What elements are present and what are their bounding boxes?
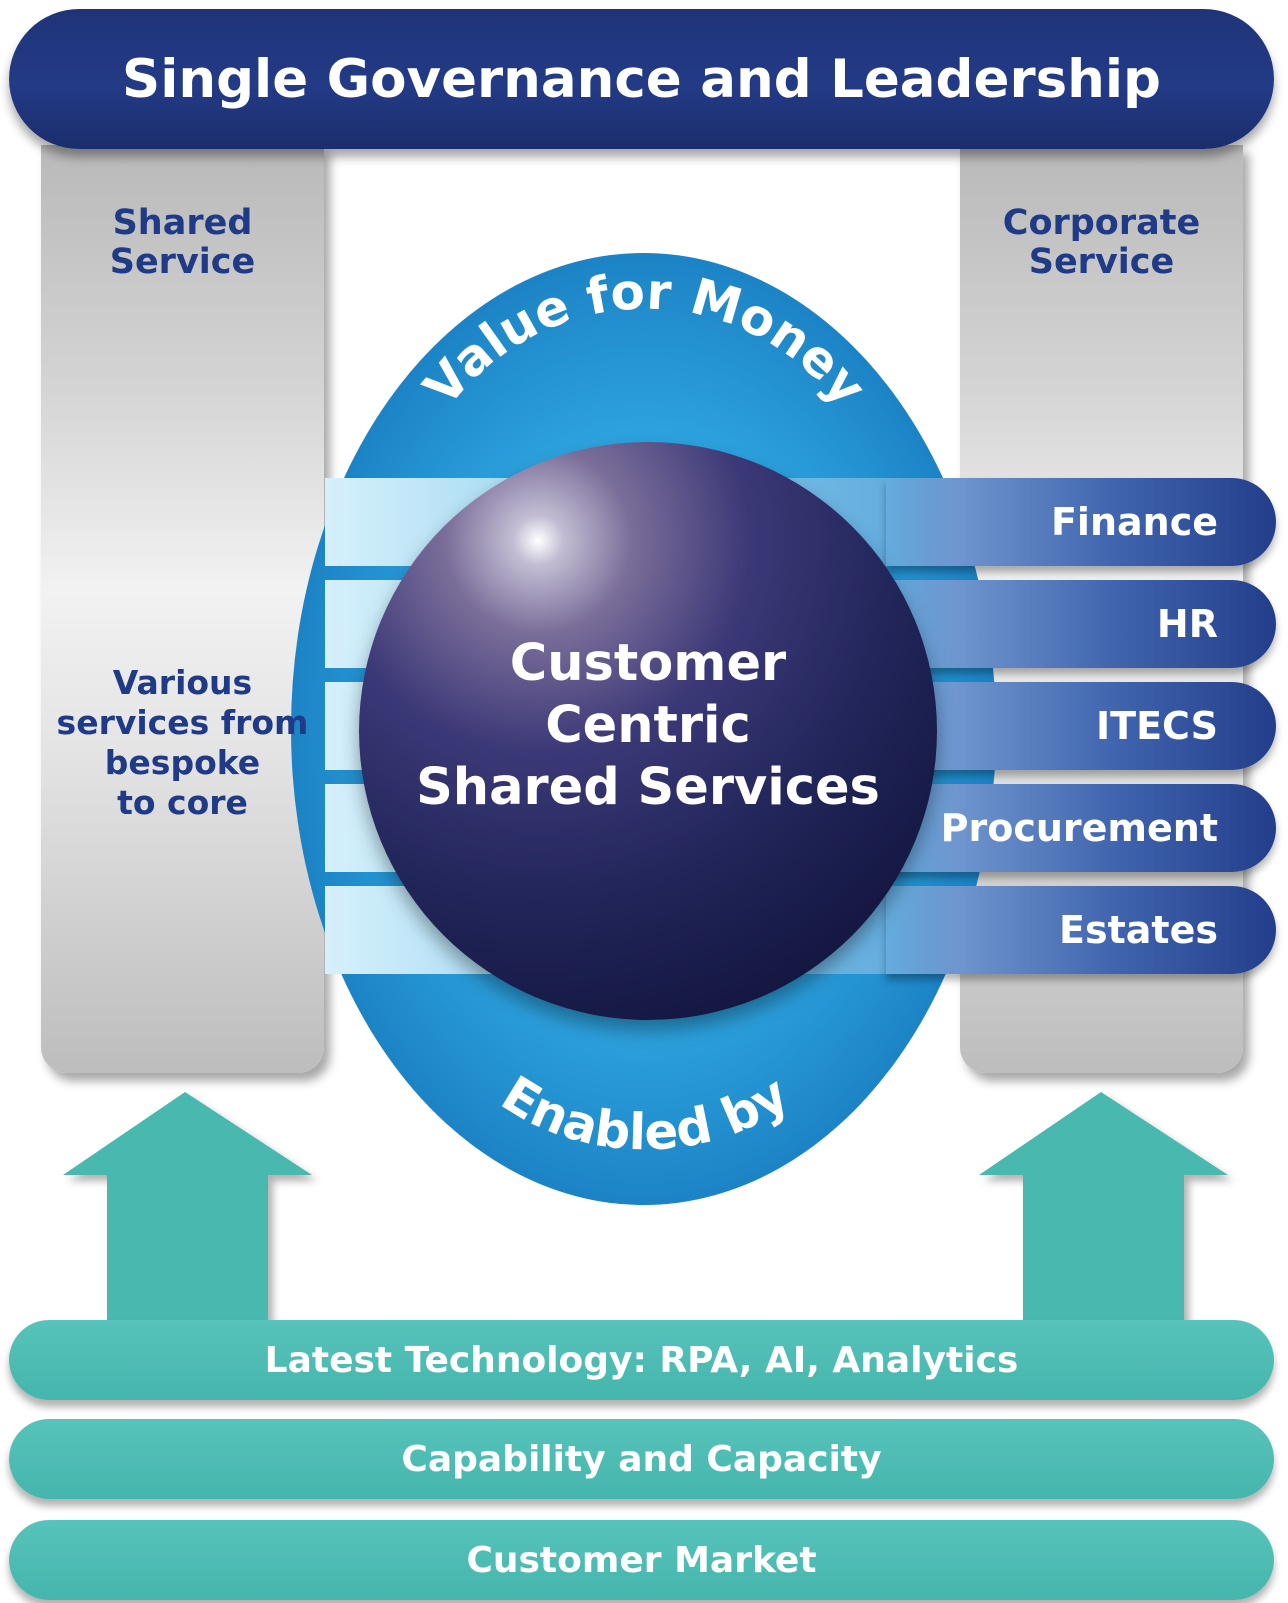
dept-label: HR — [1156, 602, 1218, 646]
foundation-market-bar: Customer Market — [9, 1520, 1274, 1600]
shared-service-title-line1: Shared — [112, 203, 253, 243]
various-services-line: Various — [112, 663, 253, 702]
left-up-arrow — [63, 1092, 312, 1330]
sphere-text: Customer Centric Shared Services — [359, 633, 937, 819]
various-services-line: services from — [56, 703, 309, 742]
sphere-line: Shared Services — [416, 758, 880, 817]
corporate-service-title-line1: Corporate — [1002, 203, 1201, 243]
dept-tab-finance: Finance — [886, 478, 1276, 566]
sphere-line: Centric — [545, 696, 751, 755]
sphere-line: Customer — [509, 634, 787, 693]
shared-service-title-line2: Service — [109, 242, 256, 282]
shared-service-pillar — [41, 145, 324, 1073]
various-services-line: bespoke — [104, 743, 261, 782]
various-services-text: Various services from bespoke to core — [41, 663, 324, 823]
foundation-technology-bar: Latest Technology: RPA, AI, Analytics — [9, 1320, 1274, 1400]
dept-label: Finance — [1050, 500, 1218, 544]
customer-sphere — [359, 442, 937, 1020]
dept-tab-estates: Estates — [886, 886, 1276, 974]
governance-title: Single Governance and Leadership — [122, 48, 1161, 110]
dept-tab-procurement: Procurement — [886, 784, 1276, 872]
dept-tab-itecs: ITECS — [886, 682, 1276, 770]
governance-bar: Single Governance and Leadership — [9, 9, 1274, 149]
dept-tab-hr: HR — [886, 580, 1276, 668]
foundation-label: Capability and Capacity — [401, 1438, 882, 1480]
foundation-capability-bar: Capability and Capacity — [9, 1419, 1274, 1499]
foundation-label: Latest Technology: RPA, AI, Analytics — [264, 1339, 1019, 1381]
dept-label: Procurement — [940, 806, 1218, 850]
dept-label: ITECS — [1096, 704, 1218, 748]
corporate-service-title: Corporate Service — [960, 204, 1243, 282]
dept-label: Estates — [1059, 908, 1218, 952]
various-services-line: to core — [117, 783, 248, 822]
right-up-arrow — [979, 1092, 1228, 1330]
foundation-label: Customer Market — [466, 1539, 817, 1581]
corporate-service-title-line2: Service — [1028, 242, 1175, 282]
shared-service-title: Shared Service — [41, 204, 324, 282]
